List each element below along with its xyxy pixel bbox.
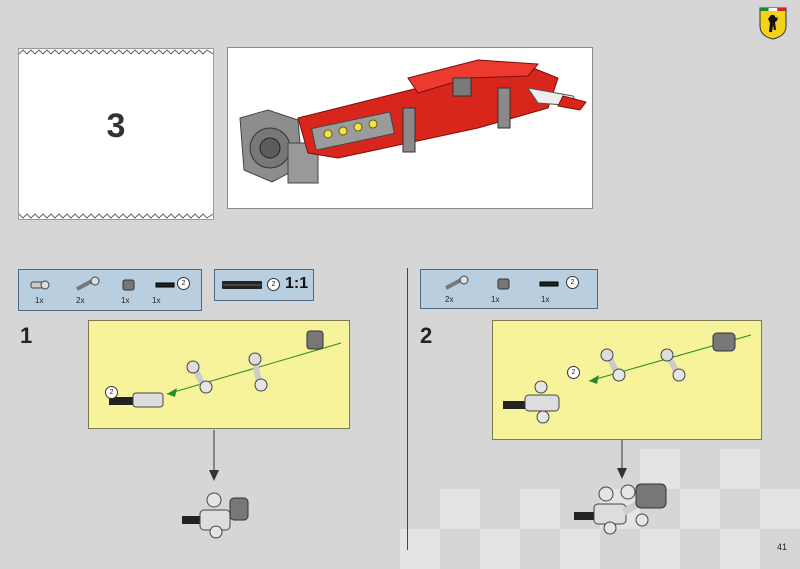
step-1-number: 1: [20, 323, 33, 348]
model-overview-panel: [227, 47, 593, 209]
length-badge: 2: [105, 386, 118, 399]
bush-icon: [122, 279, 135, 291]
length-badge: 2: [566, 276, 579, 289]
length-badge: 2: [177, 277, 190, 290]
down-arrow: [617, 440, 627, 479]
step-1-exploded-view: [109, 330, 342, 408]
peg-connector-icon: [30, 280, 50, 290]
part-qty: 1x: [121, 296, 130, 305]
scale-reference-panel: 2 1:1: [214, 269, 314, 301]
axle-joiner-icon: [445, 275, 469, 290]
axle-scale-icon: [222, 281, 262, 289]
axle-2-icon: [539, 281, 559, 287]
step-2-number: 2: [420, 323, 433, 348]
part-qty: 1x: [35, 296, 44, 305]
ferrari-shield-logo: [759, 7, 787, 40]
part-qty: 2x: [445, 295, 454, 304]
length-badge: 2: [267, 278, 280, 291]
down-arrow: [209, 430, 219, 481]
column-divider: [407, 268, 408, 550]
part-qty: 2x: [76, 296, 85, 305]
car-chassis-illustration: [239, 59, 587, 184]
axle-joiner-icon: [76, 276, 100, 291]
step-number-box: 3: [18, 48, 214, 220]
step-2-exploded-view: [503, 332, 752, 424]
length-badge: 2: [567, 366, 580, 379]
page-number: 41: [777, 542, 788, 552]
part-qty: 1x: [152, 296, 161, 305]
parts-list-panel-left: 1x 2x 1x 2 1x: [18, 269, 202, 311]
part-qty: 1x: [541, 295, 550, 304]
part-qty: 1x: [491, 295, 500, 304]
parts-list-panel-right: 2x 1x 2 1x: [420, 269, 598, 309]
step-2-result-assembly: [574, 483, 667, 535]
zigzag-bottom-edge: [19, 213, 213, 219]
bush-icon: [497, 278, 510, 290]
axle-2-icon: [155, 282, 175, 288]
assembly-panel-step-2: 2: [492, 320, 762, 440]
zigzag-top-edge: [19, 49, 213, 55]
scale-label: 1:1: [285, 275, 309, 292]
step-1-result-assembly: [182, 492, 249, 539]
assembly-panel-step-1: 2: [88, 320, 350, 429]
big-step-number: 3: [106, 107, 126, 145]
